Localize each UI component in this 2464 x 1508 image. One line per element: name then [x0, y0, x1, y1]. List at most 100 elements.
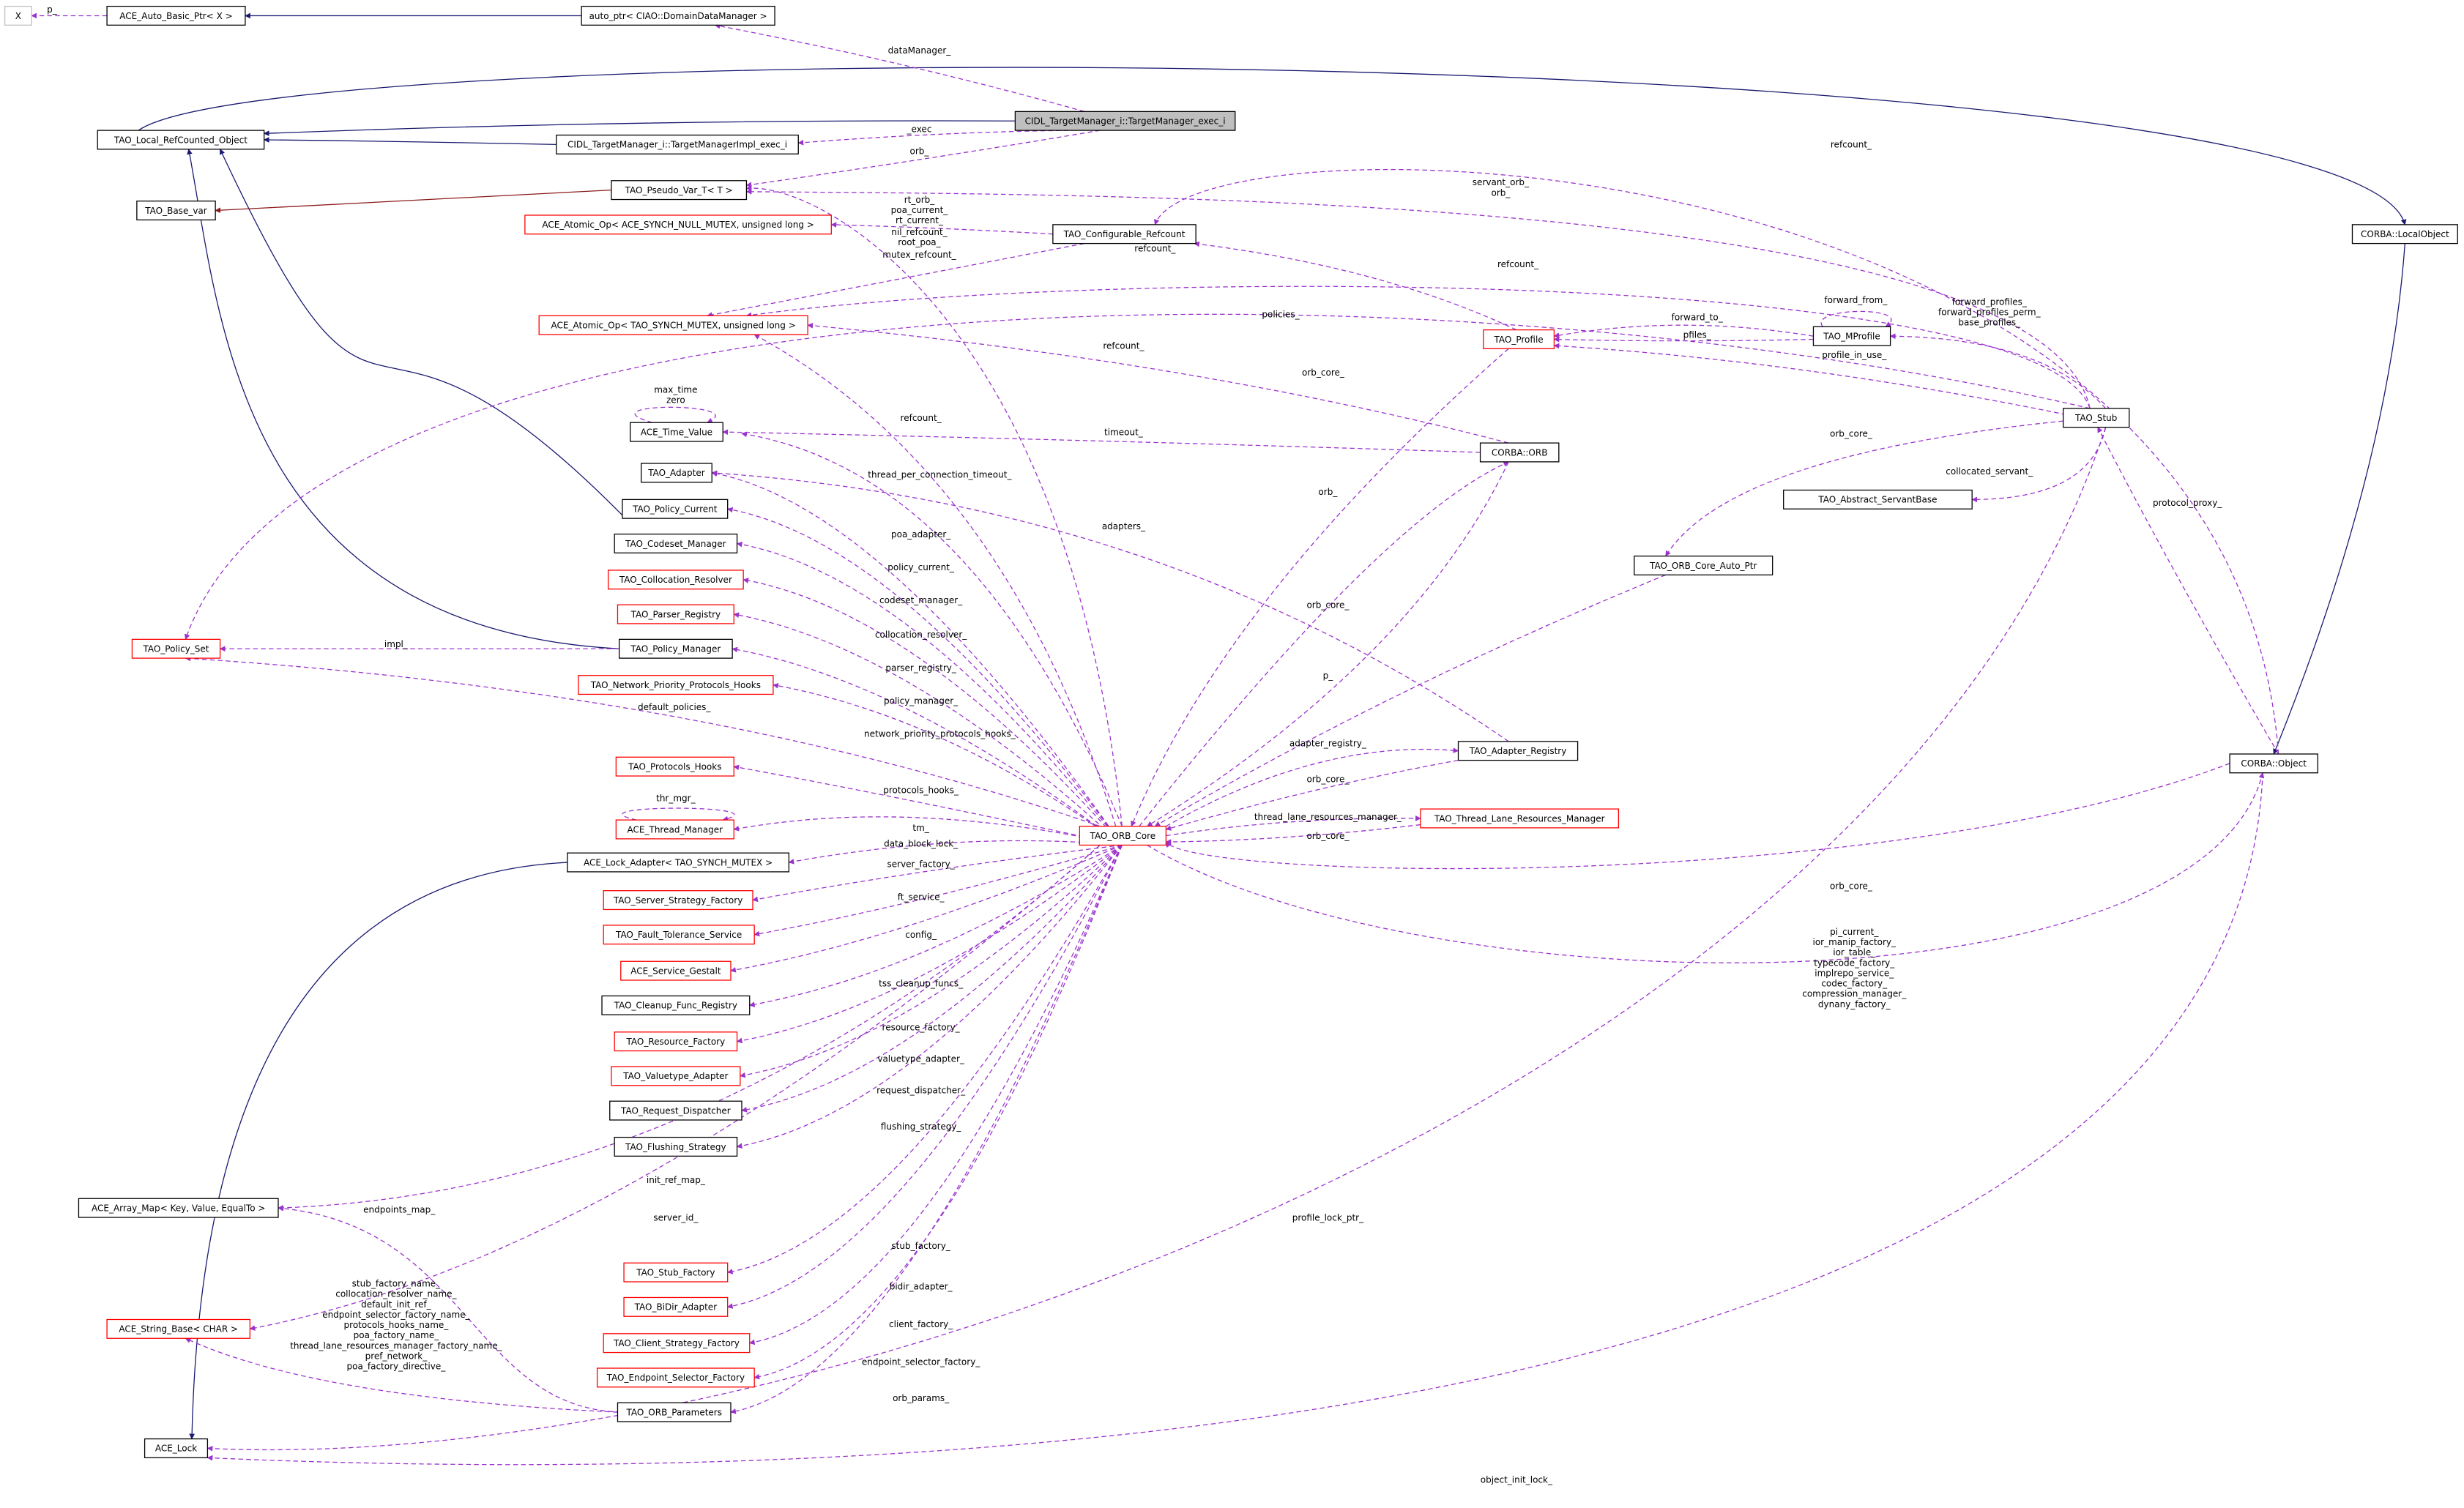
node-box — [2063, 408, 2130, 428]
node-box — [144, 1438, 209, 1458]
class-node-ace-lock-adapter-tao-synch-mutex[interactable]: ACE_Lock_Adapter< TAO_SYNCH_MUTEX > — [567, 852, 790, 873]
node-label: TAO_Stub_Factory — [636, 1267, 715, 1277]
class-node-ace-lock[interactable]: ACE_Lock — [144, 1438, 209, 1458]
class-node-tao-thread-lane-resources-manager[interactable]: TAO_Thread_Lane_Resources_Manager — [1420, 808, 1620, 829]
node-box — [615, 819, 734, 840]
class-node-tao-request-dispatcher[interactable]: TAO_Request_Dispatcher — [609, 1100, 742, 1121]
class-node-tao-pseudo-var-t-t[interactable]: TAO_Pseudo_Var_T< T > — [611, 180, 748, 201]
class-node-corba-object[interactable]: CORBA::Object — [2229, 753, 2318, 774]
class-node-tao-bidir-adapter[interactable]: TAO_BiDir_Adapter — [623, 1296, 729, 1317]
class-node-ace-array-map-key-value-equalto[interactable]: ACE_Array_Map< Key, Value, EqualTo > — [78, 1198, 279, 1218]
class-node-tao-profile[interactable]: TAO_Profile — [1483, 329, 1555, 350]
class-node-tao-flushing-strategy[interactable]: TAO_Flushing_Strategy — [614, 1136, 738, 1157]
class-node-tao-adapter[interactable]: TAO_Adapter — [641, 463, 712, 483]
edge-label: poa_factory_name_ — [354, 1330, 440, 1340]
usage-edge — [830, 222, 1053, 235]
node-box — [567, 852, 790, 873]
private-edge — [215, 190, 611, 214]
class-node-tao-valuetype-adapter[interactable]: TAO_Valuetype_Adapter — [611, 1066, 741, 1086]
class-node-ace-time-value[interactable]: ACE_Time_Value — [630, 422, 723, 442]
node-label: TAO_Resource_Factory — [626, 1037, 726, 1047]
self-loop-edge — [1820, 310, 1892, 327]
class-node-cidl-targetmanager-i-targetmanagerimpl-exec-i[interactable]: CIDL_TargetManager_i::TargetManagerImpl_… — [556, 134, 799, 154]
edge-label: collocated_servant_ — [1946, 466, 2033, 477]
node-label: TAO_Flushing_Strategy — [625, 1142, 726, 1152]
class-node-tao-base-var[interactable]: TAO_Base_var — [136, 201, 216, 221]
usage-edge — [748, 844, 1123, 1007]
class-node-ace-atomic-op-ace-synch-null-mutex-unsigned-long[interactable]: ACE_Atomic_Op< ACE_SYNCH_NULL_MUTEX, uns… — [524, 214, 832, 235]
node-box — [607, 570, 744, 590]
class-node-ace-thread-manager[interactable]: ACE_Thread_Manager — [615, 819, 734, 840]
node-label: TAO_Configurable_Refcount — [1063, 229, 1186, 239]
class-node-tao-stub-factory[interactable]: TAO_Stub_Factory — [623, 1262, 729, 1283]
node-label: TAO_Policy_Current — [632, 504, 718, 515]
edge-label: ior_table_ — [1833, 947, 1876, 958]
class-node-corba-localobject[interactable]: CORBA::LocalObject — [2351, 224, 2458, 245]
node-box — [603, 890, 753, 911]
class-node-tao-client-strategy-factory[interactable]: TAO_Client_Strategy_Factory — [603, 1333, 751, 1354]
node-box — [603, 1333, 751, 1354]
edge-label: servant_orb_ — [1473, 177, 1530, 187]
class-node-tao-protocols-hooks[interactable]: TAO_Protocols_Hooks — [615, 756, 734, 777]
class-node-tao-orb-core[interactable]: TAO_ORB_Core — [1079, 826, 1167, 846]
class-node-tao-network-priority-protocols-hooks[interactable]: TAO_Network_Priority_Protocols_Hooks — [578, 675, 774, 695]
class-node-tao-resource-factory[interactable]: TAO_Resource_Factory — [614, 1031, 738, 1052]
usage-edge — [185, 1337, 618, 1413]
node-box — [601, 995, 751, 1015]
node-label: TAO_Thread_Lane_Resources_Manager — [1434, 813, 1605, 824]
class-node-tao-orb-parameters[interactable]: TAO_ORB_Parameters — [617, 1402, 732, 1422]
class-node-cidl-targetmanager-i-targetmanager-exec-i[interactable]: CIDL_TargetManager_i::TargetManager_exec… — [1014, 111, 1236, 131]
edge-label: ior_manip_factory_ — [1813, 937, 1897, 947]
edge-label: flushing_strategy_ — [881, 1121, 962, 1132]
node-box — [617, 604, 734, 624]
class-node-tao-mprofile[interactable]: TAO_MProfile — [1812, 326, 1891, 346]
edge-label: endpoints_map_ — [363, 1205, 436, 1215]
node-label: TAO_Abstract_ServantBase — [1817, 495, 1937, 505]
usage-edge — [1165, 763, 2230, 870]
class-node-tao-endpoint-selector-factory[interactable]: TAO_Endpoint_Selector_Factory — [596, 1367, 755, 1388]
edge-label: policy_current_ — [887, 562, 955, 572]
class-node-tao-fault-tolerance-service[interactable]: TAO_Fault_Tolerance_Service — [603, 925, 755, 945]
class-node-tao-policy-manager[interactable]: TAO_Policy_Manager — [618, 638, 733, 659]
node-box — [596, 1367, 755, 1388]
edge-label: base_profiles_ — [1958, 318, 2021, 328]
inheritance-edge — [187, 149, 619, 649]
class-node-tao-collocation-resolver[interactable]: TAO_Collocation_Resolver — [607, 570, 744, 590]
class-node-tao-orb-core-auto-ptr[interactable]: TAO_ORB_Core_Auto_Ptr — [1634, 555, 1773, 576]
class-node-ace-string-base-char[interactable]: ACE_String_Base< CHAR > — [106, 1318, 250, 1339]
edge-label: thread_lane_resources_manager_factory_na… — [290, 1340, 502, 1351]
node-box — [136, 201, 216, 221]
usage-edge — [185, 655, 1101, 827]
node-box — [623, 1262, 729, 1283]
edge-label: endpoint_selector_factory_ — [862, 1357, 980, 1367]
class-node-tao-policy-current[interactable]: TAO_Policy_Current — [622, 499, 729, 519]
class-node-tao-stub[interactable]: TAO_Stub — [2063, 408, 2130, 428]
class-node-tao-codeset-manager[interactable]: TAO_Codeset_Manager — [614, 533, 738, 553]
class-node-ace-atomic-op-tao-synch-mutex-unsigned-long[interactable]: ACE_Atomic_Op< TAO_SYNCH_MUTEX, unsigned… — [538, 315, 808, 335]
node-box — [2351, 224, 2458, 245]
node-label: TAO_Fault_Tolerance_Service — [615, 930, 742, 940]
class-node-tao-configurable-refcount[interactable]: TAO_Configurable_Refcount — [1052, 224, 1196, 245]
class-node-tao-cleanup-func-registry[interactable]: TAO_Cleanup_Func_Registry — [601, 995, 751, 1015]
edge-label: refcount_ — [1103, 340, 1144, 351]
edge-label: protocols_hooks_ — [883, 785, 959, 796]
node-box — [615, 756, 734, 777]
class-node-tao-parser-registry[interactable]: TAO_Parser_Registry — [617, 604, 734, 624]
usage-edge — [1889, 333, 2107, 409]
class-node-auto-ptr-ciao-domaindatamanager[interactable]: auto_ptr< CIAO::DomainDataManager > — [581, 5, 775, 26]
edge-label: adapter_registry_ — [1289, 738, 1367, 748]
inheritance-edge — [2273, 243, 2406, 755]
class-node-tao-local-refcounted-object[interactable]: TAO_Local_RefCounted_Object — [97, 130, 265, 150]
class-node-tao-adapter-registry[interactable]: TAO_Adapter_Registry — [1457, 741, 1579, 761]
class-node-tao-abstract-servantbase[interactable]: TAO_Abstract_ServantBase — [1783, 489, 1973, 509]
class-node-tao-policy-set[interactable]: TAO_Policy_Set — [131, 638, 221, 659]
class-node-x[interactable]: X — [4, 5, 32, 26]
class-node-ace-auto-basic-ptr-x[interactable]: ACE_Auto_Basic_Ptr< X > — [106, 5, 246, 26]
usage-edge — [1166, 747, 1459, 827]
node-box — [524, 214, 832, 235]
edge-label: root_poa_ — [898, 237, 941, 247]
class-node-ace-service-gestalt[interactable]: ACE_Service_Gestalt — [620, 960, 732, 981]
usage-edge — [741, 845, 1123, 1113]
class-node-tao-server-strategy-factory[interactable]: TAO_Server_Strategy_Factory — [603, 890, 753, 911]
class-node-corba-orb[interactable]: CORBA::ORB — [1479, 442, 1560, 463]
